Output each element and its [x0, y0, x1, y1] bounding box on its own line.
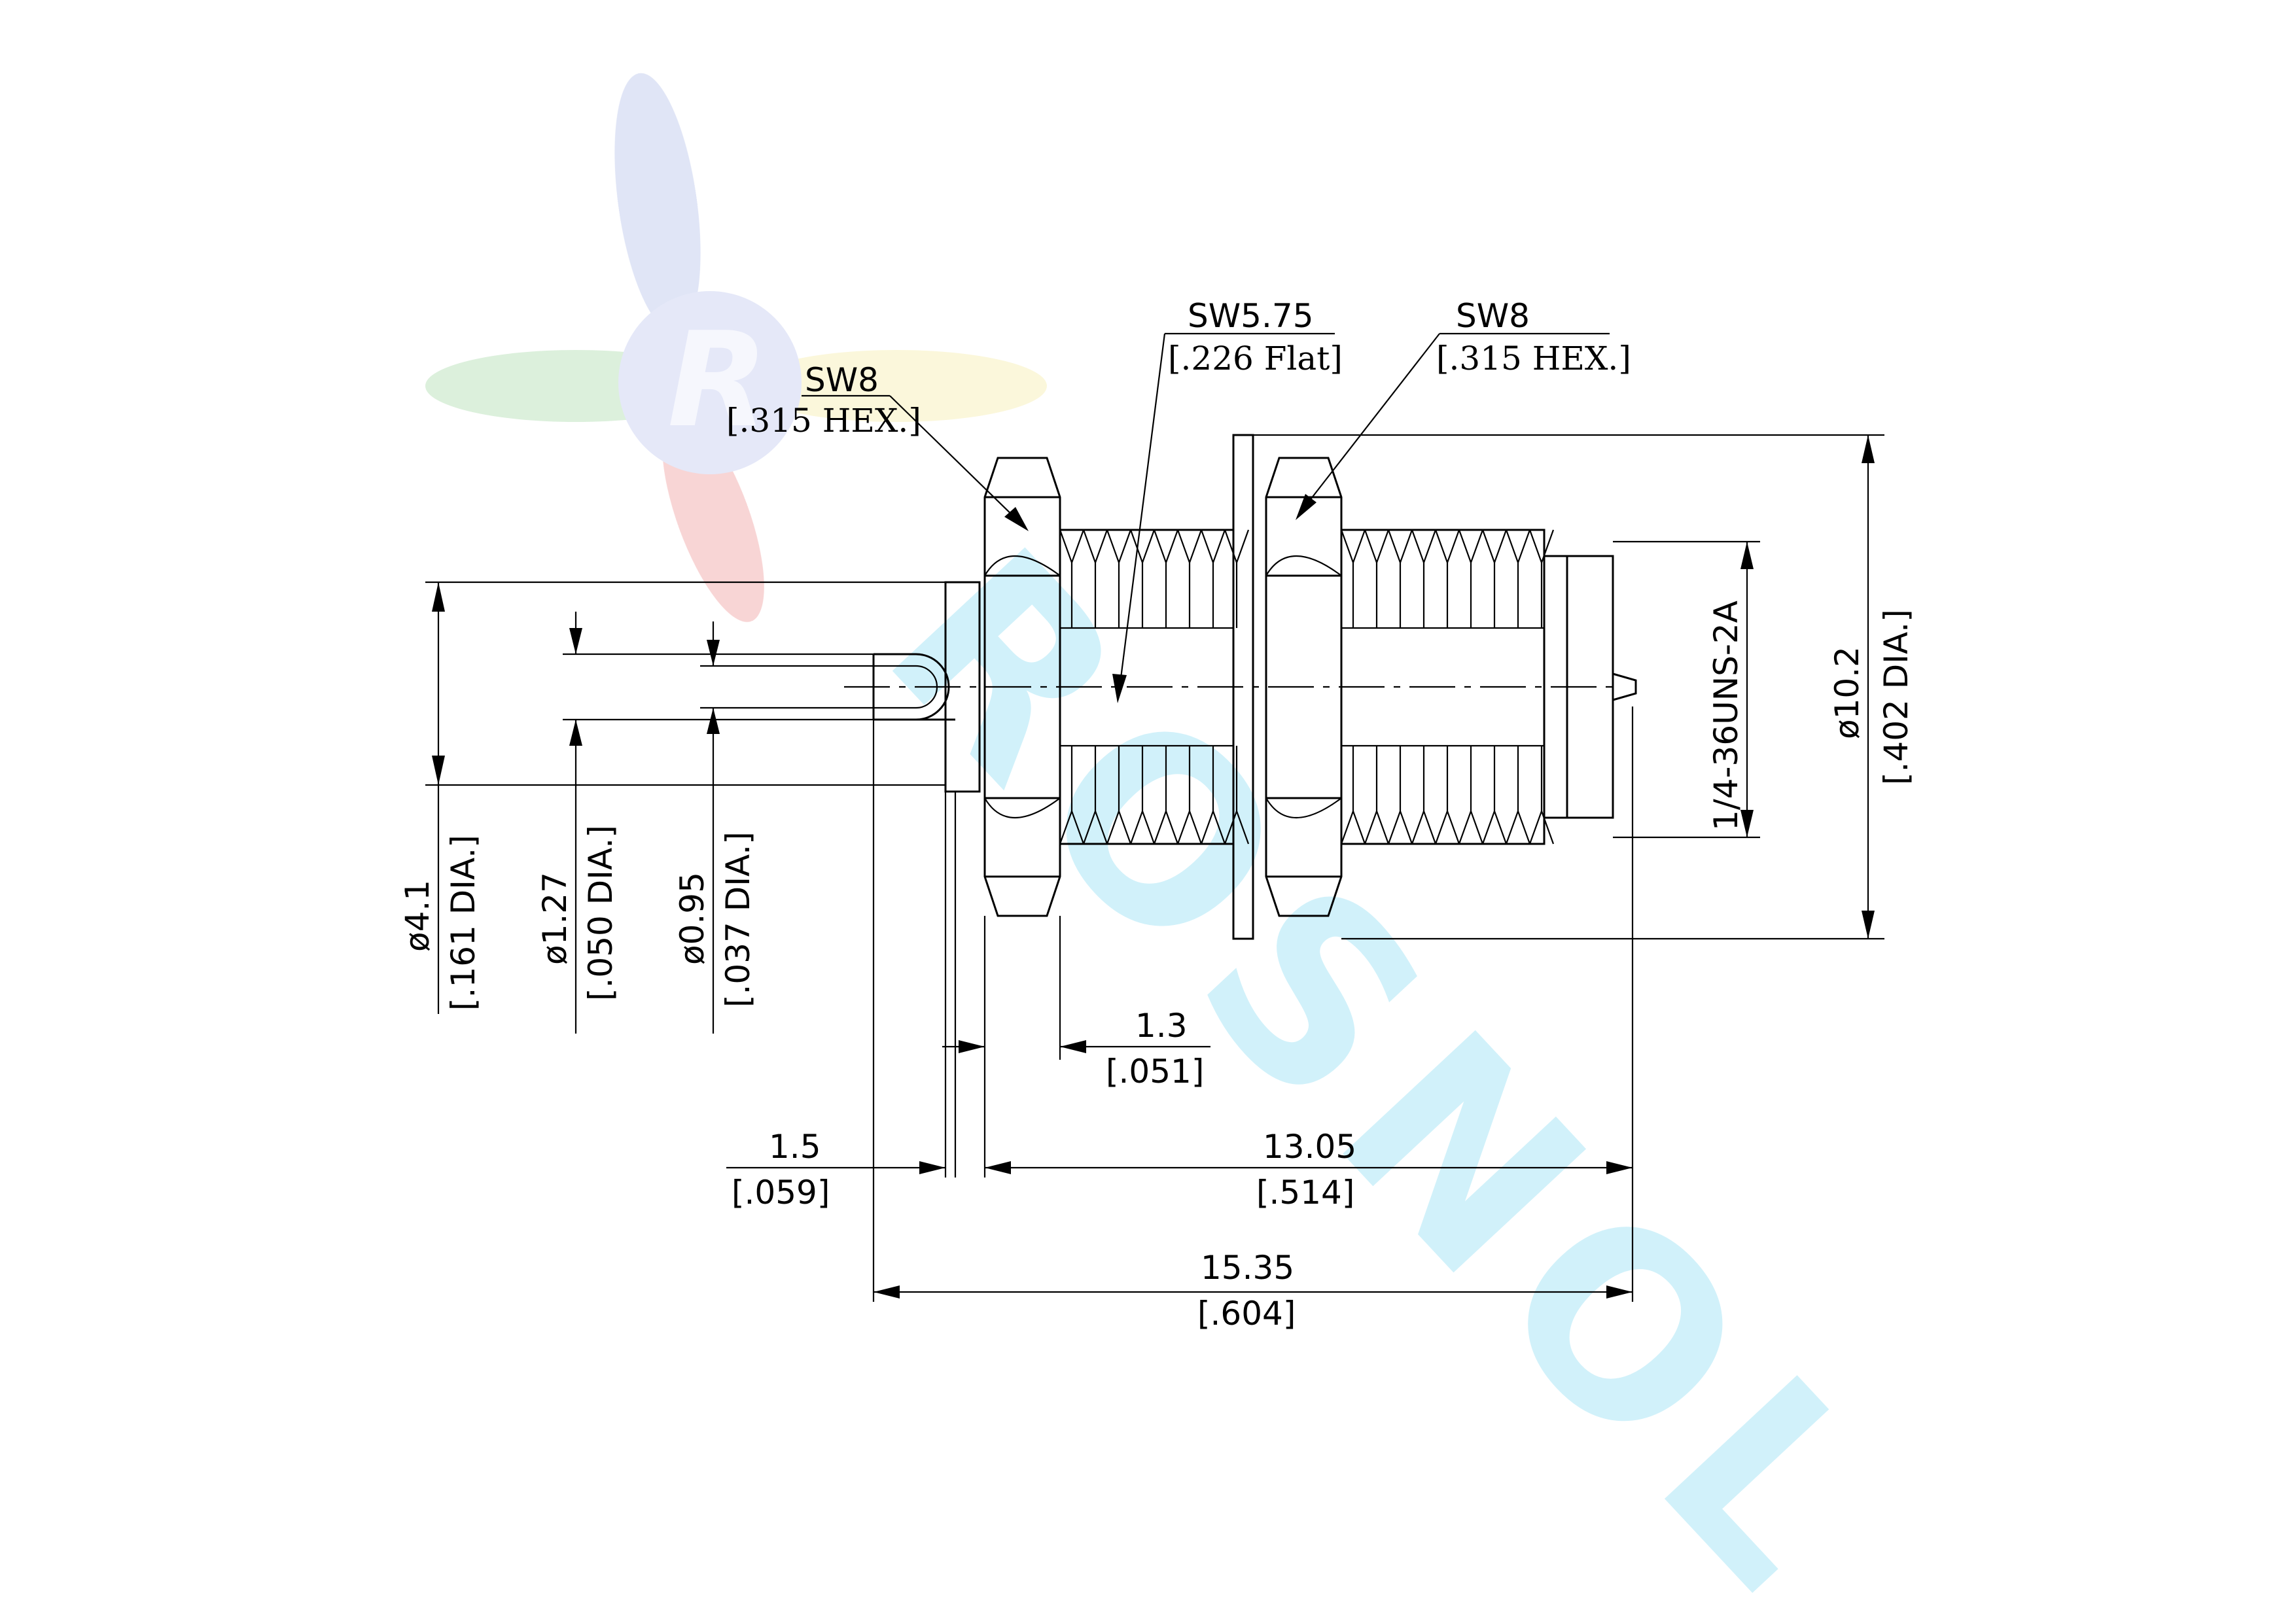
label-hex-left-size: SW8 — [805, 361, 879, 399]
dim-dia-0-95-imperial: [.037 DIA.] — [719, 831, 757, 1007]
dim-dia-10-2-imperial: [.402 DIA.] — [1877, 609, 1915, 785]
dim-len-15-35-imperial: [.604] — [1197, 1295, 1296, 1333]
dim-len-15-35-value: 15.35 — [1201, 1249, 1294, 1287]
dim-len-1-5-imperial: [.059] — [732, 1174, 830, 1212]
dim-dia-10-2-value: ø10.2 — [1828, 646, 1866, 739]
dim-len-15-35 — [874, 1285, 1633, 1299]
dim-dia-0-95 — [700, 621, 883, 1034]
dim-dia-4-1-imperial: [.161 DIA.] — [444, 835, 482, 1011]
dim-len-1-5 — [726, 1161, 945, 1174]
watermark-logo: R — [425, 73, 1047, 622]
dim-dia-1-27-imperial: [.050 DIA.] — [582, 825, 620, 1001]
label-hex-left-note: [.315 HEX.] — [726, 402, 921, 440]
label-flat-note: [.226 Flat] — [1168, 340, 1343, 377]
dim-len-13-05-imperial: [.514] — [1256, 1174, 1354, 1212]
contact-pin — [872, 653, 955, 721]
washer — [1232, 434, 1254, 940]
label-flat-size: SW5.75 — [1188, 297, 1314, 335]
leader-hex-right — [1296, 332, 1610, 520]
watermark-brand-text: ROSNOL — [834, 497, 1944, 1623]
rear-flange — [944, 581, 981, 793]
dim-dia-10-2 — [1253, 434, 1884, 940]
leader-flat-mid — [1112, 332, 1335, 703]
dim-dia-4-1 — [425, 581, 945, 1014]
dim-len-1-3-value: 1.3 — [1135, 1007, 1188, 1045]
dim-dia-0-95-value: ø0.95 — [673, 872, 711, 965]
thread-section-front — [1059, 529, 1250, 845]
dim-thread-value: 1/4-36UNS-2A — [1707, 601, 1745, 831]
leader-hex-left — [802, 394, 1029, 531]
label-hex-right-note: [.315 HEX.] — [1436, 340, 1631, 377]
dim-len-13-05-value: 13.05 — [1263, 1128, 1356, 1166]
dim-len-13-05 — [985, 1161, 1633, 1174]
dim-len-1-3 — [942, 1040, 1210, 1053]
front-body — [1543, 555, 1637, 819]
dim-dia-4-1-value: ø4.1 — [398, 880, 436, 952]
watermark-logo-letter: R — [667, 304, 768, 457]
dim-dia-1-27 — [563, 612, 874, 1034]
dim-dia-1-27-value: ø1.27 — [536, 872, 574, 965]
dim-len-1-5-value: 1.5 — [769, 1128, 821, 1166]
dim-len-1-3-imperial: [.051] — [1106, 1053, 1204, 1091]
label-hex-right-size: SW8 — [1456, 297, 1530, 335]
dim-thread — [1613, 540, 1760, 839]
left-hex-nut — [983, 457, 1061, 917]
